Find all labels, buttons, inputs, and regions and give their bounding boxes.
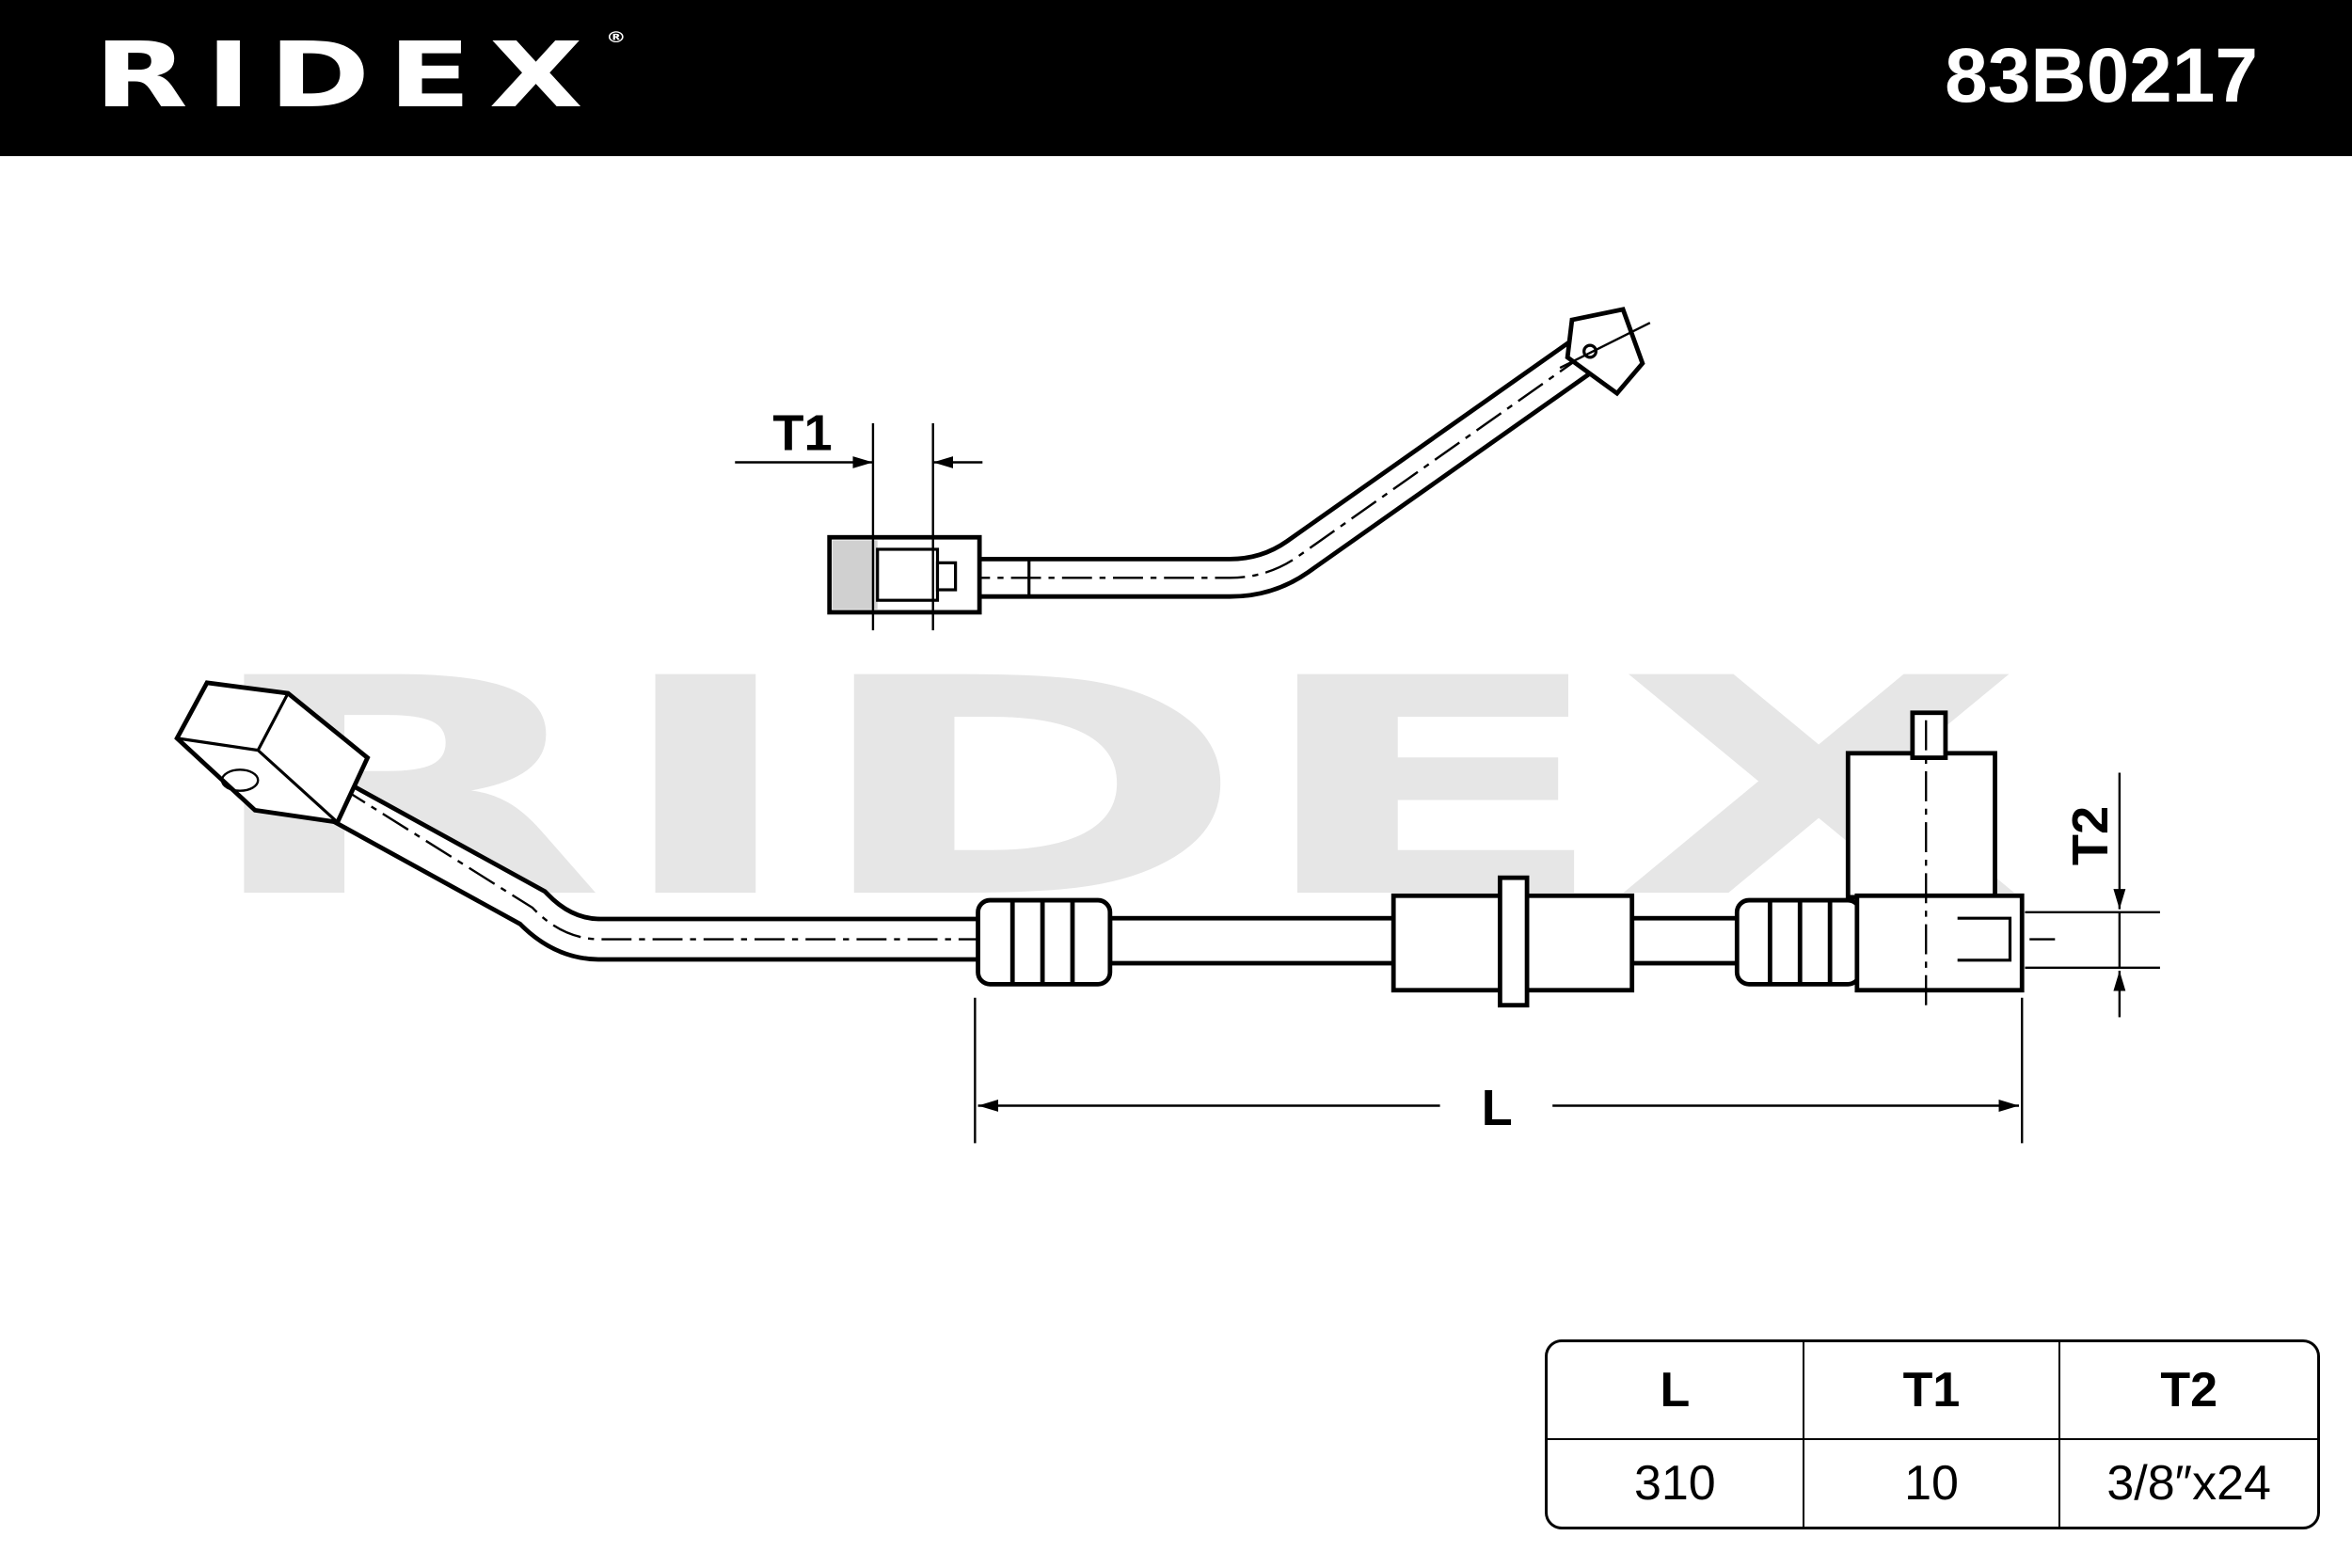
value-l: 310 xyxy=(1548,1440,1804,1527)
t1-label: T1 xyxy=(772,405,832,462)
header-bar: RIDEX® 83B0217 xyxy=(0,0,2352,156)
main-view-hose xyxy=(174,680,2160,1144)
value-t2: 3/8″x24 xyxy=(2106,1456,2271,1511)
crimp-right xyxy=(1734,897,1863,987)
brand-name: RIDEX xyxy=(94,23,601,128)
header-t1: T1 xyxy=(1804,1342,2061,1440)
registered-mark: ® xyxy=(605,28,627,46)
part-number: 83B0217 xyxy=(1945,33,2258,119)
header-l: L xyxy=(1548,1342,1804,1440)
top-view-hose xyxy=(735,307,1651,631)
t2-label: T2 xyxy=(2062,806,2119,865)
brand-logo: RIDEX® xyxy=(94,28,627,122)
spec-table: L T1 T2 310 10 3/8″x24 xyxy=(1545,1339,2320,1529)
crimp-left xyxy=(976,897,1113,987)
header-t2: T2 xyxy=(2060,1342,2317,1440)
l-label: L xyxy=(1482,1080,1513,1136)
value-t1: 10 xyxy=(1804,1440,2061,1527)
